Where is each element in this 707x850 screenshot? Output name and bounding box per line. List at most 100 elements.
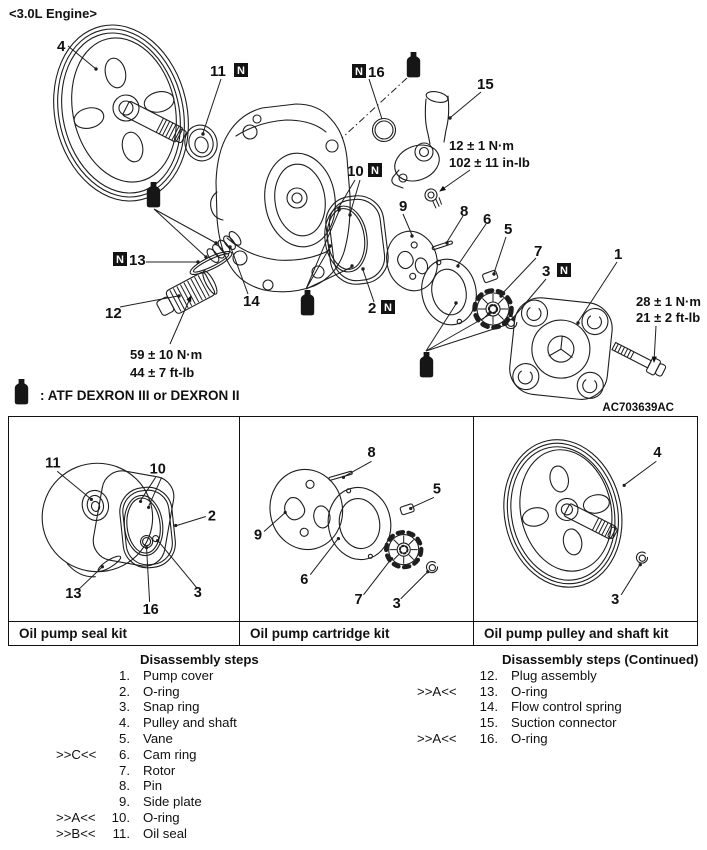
callout-2: 2 [208, 509, 216, 525]
step-label: Pump cover [143, 667, 214, 683]
step-row: >>A<<10.O-ring [0, 810, 372, 826]
oil-seal-drawing [184, 124, 218, 162]
step-number: 16. [479, 730, 498, 746]
step-label: Cam ring [143, 746, 197, 762]
step-label: Vane [143, 730, 173, 746]
atf-bottle-icon [146, 182, 161, 208]
callout-9: 9 [254, 528, 262, 544]
kit-table: 11 10 2 13 3 16 [8, 416, 698, 646]
svg-text:21 ± 2 ft-lb: 21 ± 2 ft-lb [636, 310, 700, 325]
kit-pulley-drawing-cell: 4 3 [474, 417, 697, 621]
step-label: Pin [143, 778, 163, 794]
reassembly-marker [0, 731, 104, 747]
callouts: 4 11 N N 16 15 10 N 9 8 6 5 7 3 N 1 2 N … [57, 38, 622, 322]
step-number: 5. [119, 730, 130, 746]
cam-ring-drawing [421, 258, 477, 326]
step-label: O-ring [143, 683, 180, 699]
step-number: 15. [479, 715, 498, 731]
step-number: 14. [479, 699, 498, 715]
step-label: Side plate [143, 794, 202, 810]
step-row: 3.Snap ring [0, 699, 372, 715]
callout-16: 16 [143, 602, 159, 618]
leader-lines [67, 45, 657, 363]
step-label: O-ring [143, 809, 180, 825]
step-row: 2.O-ring [0, 684, 372, 700]
step-number: 9. [119, 794, 130, 810]
callout-7: 7 [534, 243, 542, 260]
n-symbol: N [234, 63, 248, 77]
reassembly-marker [0, 715, 104, 731]
step-row: 8.Pin [0, 778, 372, 794]
exploded-diagram: <3.0L Engine> [9, 6, 701, 414]
reassembly-marker [0, 778, 104, 794]
figure-code: AC703639AC [602, 402, 674, 414]
step-row: 1.Pump cover [0, 668, 372, 684]
engine-label: <3.0L Engine> [9, 6, 97, 21]
svg-text:102 ± 11 in-lb: 102 ± 11 in-lb [449, 155, 530, 170]
torque-spec-plug: 59 ± 10 N·m 44 ± 7 ft-lb [130, 347, 202, 380]
step-label: Pulley and shaft [143, 715, 237, 731]
suction-bolt-drawing [424, 188, 443, 209]
kit-seal-drawing-cell: 11 10 2 13 3 16 [9, 417, 240, 621]
step-row: >>B<<11.Oil seal [0, 826, 372, 842]
reassembly-marker: >>B<< [56, 825, 96, 841]
callout-2: 2 [368, 300, 376, 317]
disassembly-steps-title: Disassembly steps [140, 652, 259, 667]
reassembly-marker: >>C<< [56, 746, 97, 762]
leader-lines [56, 470, 207, 602]
callout-6: 6 [300, 572, 308, 588]
atf-legend: : ATF DEXRON III or DEXRON II [14, 379, 240, 405]
callout-3: 3 [393, 596, 401, 612]
reassembly-marker [0, 794, 104, 810]
leader-lines [620, 460, 657, 596]
reassembly-marker [0, 699, 104, 715]
flow-spring-drawing [206, 231, 242, 263]
step-row: 12.Plug assembly [388, 668, 706, 684]
callout-11: 11 [210, 63, 226, 80]
suction-connector-drawing [391, 91, 450, 189]
kit-title-seal: Oil pump seal kit [9, 621, 240, 645]
step-number: 13. [479, 683, 498, 699]
step-row: 4.Pulley and shaft [0, 715, 372, 731]
n-symbol: N [381, 300, 395, 314]
callout-16: 16 [368, 64, 385, 81]
svg-text:N: N [384, 302, 392, 314]
disassembly-steps-continued-title: Disassembly steps (Continued) [502, 652, 699, 667]
kit-cartridge-drawing-cell: 8 9 5 6 7 3 [240, 417, 474, 621]
pin-drawing [431, 240, 453, 251]
reassembly-marker [388, 699, 474, 715]
kit-title-pulley: Oil pump pulley and shaft kit [474, 621, 697, 645]
callout-6: 6 [483, 211, 491, 228]
step-label: Rotor [143, 762, 176, 778]
callout-13: 13 [65, 586, 81, 602]
callout-4: 4 [653, 445, 662, 461]
atf-bottle-icon [300, 290, 315, 316]
step-number: 11. [112, 825, 130, 841]
callout-1: 1 [614, 246, 622, 263]
callout-8: 8 [368, 445, 376, 461]
svg-text:28 ± 1 N·m: 28 ± 1 N·m [636, 294, 701, 309]
seal-kit-diagram: 11 10 2 13 3 16 [41, 455, 216, 618]
pump-cover-drawing [509, 297, 613, 400]
callout-10: 10 [150, 461, 166, 477]
oring-16-drawing [371, 117, 397, 143]
step-row: >>A<<16.O-ring [388, 731, 706, 747]
step-label: Plug assembly [511, 667, 597, 683]
svg-text:12 ± 1 N·m: 12 ± 1 N·m [449, 138, 514, 153]
reassembly-marker [0, 668, 104, 684]
cover-bolt-drawing [611, 341, 667, 377]
callout-14: 14 [243, 293, 260, 310]
step-label: O-ring [511, 730, 548, 746]
leader-lines [263, 460, 435, 600]
n-symbol: N [352, 64, 366, 78]
callout-13: 13 [129, 252, 146, 269]
svg-text:N: N [560, 265, 568, 277]
atf-bottle-icon [419, 352, 434, 378]
pump-body-drawing [210, 103, 351, 293]
reassembly-marker [0, 763, 104, 779]
n-symbol: N [368, 163, 382, 177]
step-number: 7. [119, 762, 130, 778]
vane-drawing [482, 269, 499, 284]
torque-spec-suction: 12 ± 1 N·m 102 ± 11 in-lb [449, 138, 530, 170]
